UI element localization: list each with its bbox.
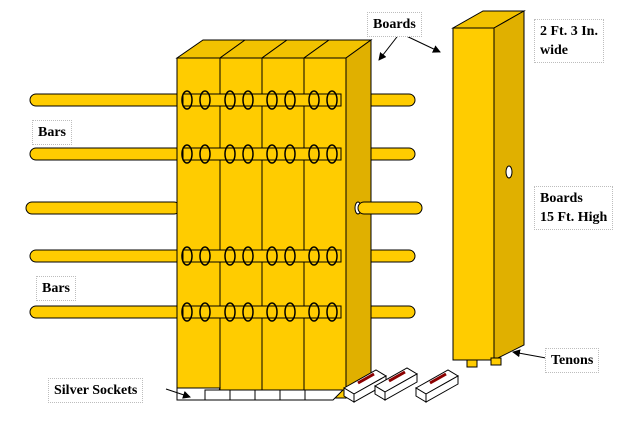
ring-icon	[266, 302, 278, 322]
tenon-1	[466, 359, 478, 368]
single-board	[451, 10, 526, 368]
ring-icon	[308, 246, 320, 266]
ring-icon	[308, 302, 320, 322]
ring-icon	[266, 144, 278, 164]
ring-icon	[224, 302, 236, 322]
ring-icon	[242, 246, 254, 266]
ring-icon	[308, 144, 320, 164]
height-label: Boards 15 Ft. High	[534, 186, 614, 230]
ring-icon	[181, 90, 193, 110]
loose-socket-3	[415, 369, 459, 403]
wall-side	[345, 39, 372, 399]
ring-icon	[308, 90, 320, 110]
board-wall	[175, 39, 373, 399]
silver-sockets	[176, 387, 345, 401]
tenons-label: Tenons	[545, 348, 600, 373]
tenon-2	[490, 357, 502, 366]
tenons-label-text: Tenons	[551, 353, 594, 368]
ring-icon	[199, 144, 211, 164]
ring-icon	[266, 246, 278, 266]
ring-icon	[284, 144, 296, 164]
bars-lower-label: Bars	[36, 276, 76, 301]
arrow-icon	[165, 388, 191, 399]
single-board-hole	[505, 165, 513, 179]
rings	[181, 90, 338, 322]
arrow-icon	[512, 349, 547, 359]
boards-label: Boards	[367, 12, 422, 37]
boards-label-text: Boards	[373, 17, 416, 32]
single-board-front	[452, 27, 495, 361]
board-3	[261, 57, 305, 399]
ring-icon	[266, 90, 278, 110]
socket-6	[304, 389, 345, 401]
bar-3-right	[357, 201, 423, 215]
ring-icon	[199, 246, 211, 266]
ring-icon	[242, 144, 254, 164]
ring-icon	[284, 90, 296, 110]
height-label-line2: 15 Ft. High	[540, 210, 608, 225]
loose-sockets	[343, 367, 459, 403]
silver-sockets-label-text: Silver Sockets	[54, 383, 138, 398]
width-label-line2: wide	[540, 43, 568, 58]
ring-icon	[181, 144, 193, 164]
width-label-line1: 2 Ft. 3 In.	[540, 24, 598, 39]
ring-icon	[199, 90, 211, 110]
loose-socket-1	[343, 369, 387, 403]
ring-icon	[326, 144, 338, 164]
width-label: 2 Ft. 3 In. wide	[534, 19, 604, 63]
single-board-side	[493, 10, 525, 361]
bars-lower-label-text: Bars	[42, 281, 70, 296]
board-2	[219, 57, 263, 399]
ring-icon	[326, 90, 338, 110]
bars-upper-label-text: Bars	[38, 125, 66, 140]
ring-icon	[224, 246, 236, 266]
ring-icon	[181, 302, 193, 322]
board-1	[176, 57, 221, 399]
ring-icon	[181, 246, 193, 266]
bar-3-left	[25, 201, 181, 215]
ring-icon	[284, 302, 296, 322]
bars-front	[182, 93, 342, 319]
arrows	[165, 32, 547, 399]
ring-icon	[284, 246, 296, 266]
ring-icon	[242, 302, 254, 322]
bars-upper-label: Bars	[32, 120, 72, 145]
loose-socket-2	[374, 367, 418, 401]
board-4	[303, 57, 347, 399]
silver-sockets-label: Silver Sockets	[48, 378, 144, 403]
height-label-line1: Boards	[540, 191, 583, 206]
bar-front-segment	[182, 93, 342, 107]
ring-icon	[326, 246, 338, 266]
bar-front-segment	[182, 249, 342, 263]
ring-icon	[326, 302, 338, 322]
bar-front-segment	[182, 305, 342, 319]
bar-front-segment	[182, 147, 342, 161]
ring-icon	[199, 302, 211, 322]
arrow-icon	[378, 32, 401, 61]
ring-icon	[224, 144, 236, 164]
ring-icon	[224, 90, 236, 110]
ring-icon	[242, 90, 254, 110]
